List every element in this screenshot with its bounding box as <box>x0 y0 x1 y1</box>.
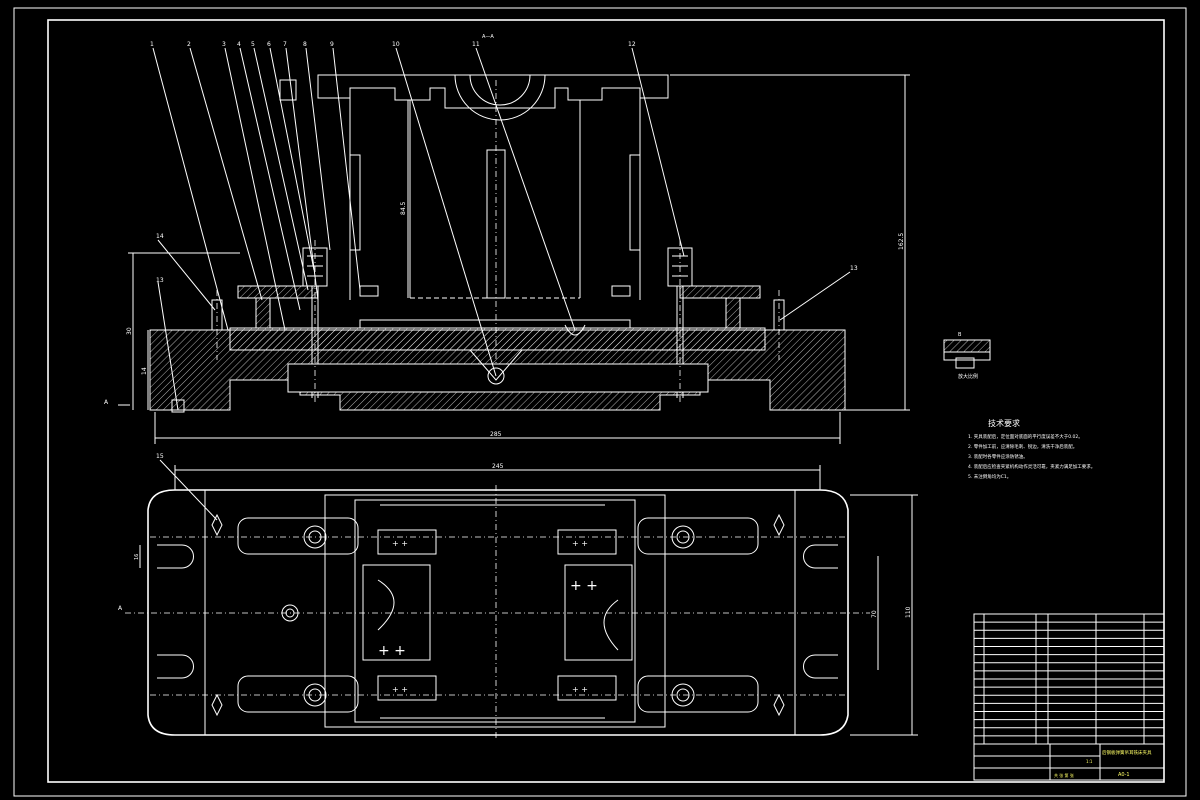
title-block-scale: 1:1 <box>1086 759 1093 764</box>
tech-req-item: 3. 装配时各零件应涂防锈油。 <box>968 453 1028 460</box>
part-number: 14 <box>156 233 164 240</box>
part-number: 13 <box>850 265 858 272</box>
part-number: 11 <box>472 41 480 48</box>
part-number: 7 <box>283 41 287 48</box>
tech-req-item: 4. 装配后应检查夹紧机构动作灵活可靠，夹紧力满足加工要求。 <box>968 463 1095 470</box>
part-number: 8 <box>303 41 307 48</box>
detail-view-b: B 放大比例 <box>943 332 991 380</box>
section-view: A—A <box>104 34 910 444</box>
dim-inner-height: 84.5 <box>400 201 407 215</box>
svg-text:+ +: + + <box>378 643 406 659</box>
part-number: 12 <box>628 41 636 48</box>
part-number: 2 <box>187 41 191 48</box>
part-numbers-top: 1 2 3 4 5 6 7 8 9 10 11 12 14 13 13 <box>150 41 858 284</box>
part-number: 3 <box>222 41 226 48</box>
part-number: 6 <box>267 41 271 48</box>
technical-requirements: 技术要求 1. 夹具装配后，定位面对底面的平行度误差不大于0.02。 2. 零件… <box>968 418 1095 480</box>
sheet-outer-border <box>13 7 1187 797</box>
dim-base-inner: 14 <box>141 367 148 375</box>
detail-sublabel: 放大比例 <box>958 373 978 380</box>
title-block: 后钢板弹簧吊耳铣床夹具 A0-1 1:1 共 张 第 张 <box>973 743 1165 781</box>
tech-req-item: 1. 夹具装配后，定位面对底面的平行度误差不大于0.02。 <box>968 433 1083 440</box>
section-dimensions: 285 162.5 84.5 30 14 A <box>104 74 910 444</box>
parts-list <box>973 613 1165 745</box>
dim-plan-inner: 70 <box>871 610 878 618</box>
view-arrow-left: A <box>104 399 109 406</box>
dim-plan-length: 245 <box>492 463 504 470</box>
sheet-inner-border <box>47 19 1165 783</box>
part-number: 10 <box>392 41 400 48</box>
svg-text:+ +: + + <box>392 539 408 548</box>
svg-text:+ +: + + <box>572 685 588 694</box>
part-number: 9 <box>330 41 334 48</box>
leaders-top <box>152 47 851 411</box>
view-arrow-bottom: A <box>118 605 123 612</box>
tech-req-item: 2. 零件加工前，应清除毛刺、锐边，清洗干净后装配。 <box>968 443 1077 450</box>
svg-text:+ +: + + <box>570 578 598 594</box>
svg-text:+ +: + + <box>572 539 588 548</box>
title-block-title: 后钢板弹簧吊耳铣床夹具 <box>1102 749 1152 756</box>
section-label: A—A <box>482 34 494 40</box>
title-block-sheet: 共 张 第 张 <box>1054 772 1074 778</box>
dim-plan-width: 110 <box>905 606 912 618</box>
svg-text:+ +: + + <box>392 685 408 694</box>
dim-total-height: 162.5 <box>898 233 905 250</box>
part-number: 5 <box>251 41 255 48</box>
tech-req-item: 5. 未注倒角均为C1。 <box>968 473 1011 480</box>
part-number: 15 <box>156 453 164 460</box>
dim-overall-length: 285 <box>490 431 502 438</box>
part-number: 4 <box>237 41 241 48</box>
part-number: 1 <box>150 41 154 48</box>
detail-label: B <box>958 332 962 338</box>
dim-base-height: 30 <box>126 327 133 335</box>
tech-req-title: 技术要求 <box>988 418 1020 428</box>
plan-view: + + + + + + + + + + + + 245 110 70 16 15… <box>118 453 918 740</box>
title-block-drawing-no: A0-1 <box>1118 772 1130 778</box>
part-number: 13 <box>156 277 164 284</box>
dim-slot: 16 <box>134 554 140 560</box>
